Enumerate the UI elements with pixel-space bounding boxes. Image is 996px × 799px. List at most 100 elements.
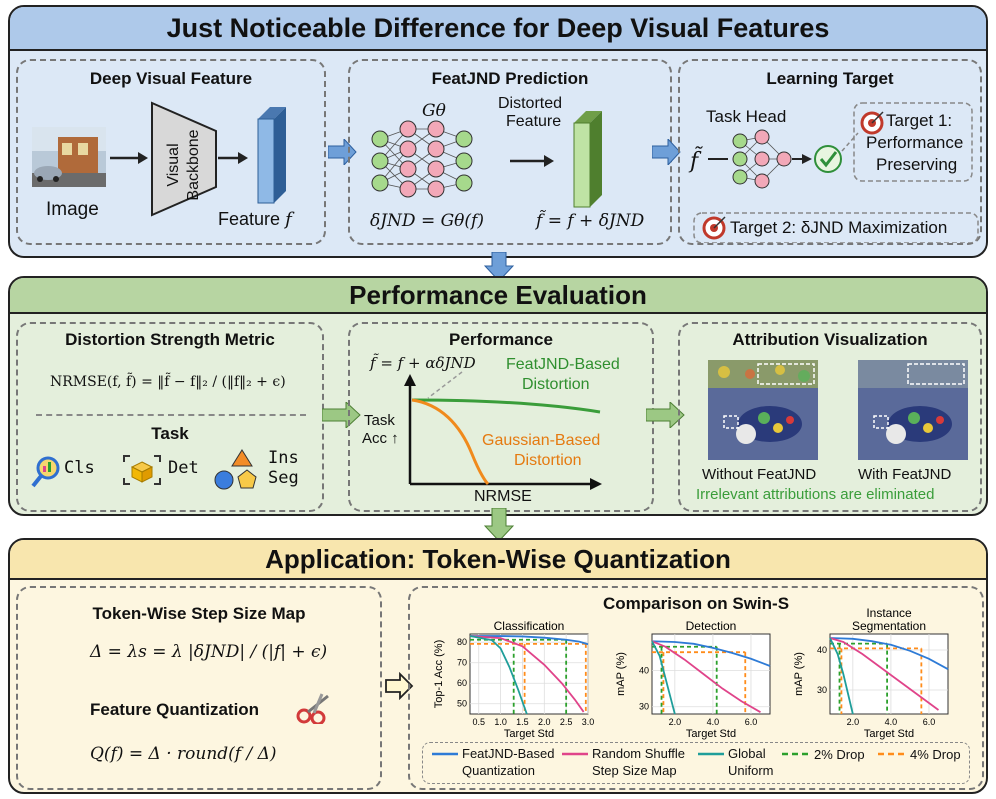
target1-line2: Performance <box>866 133 964 152</box>
det-box-icon <box>123 455 161 485</box>
attribution-title: Attribution Visualization <box>732 330 928 349</box>
x-tick-label: 4.0 <box>885 717 898 727</box>
y-tick-label: 40 <box>639 665 649 675</box>
gaussian-distortion-label-2: Distortion <box>514 452 582 469</box>
chart-frame <box>469 633 589 715</box>
featjnd-distortion-label-2: Distortion <box>522 376 590 393</box>
deep-feature-graphic <box>32 101 286 217</box>
learning-target-title: Learning Target <box>766 69 894 88</box>
cls-magnifier-icon <box>31 456 60 488</box>
visual-backbone-label: Visual Backbone <box>165 129 202 201</box>
chart-title-line1: Instance <box>866 606 912 620</box>
legend-featjnd-label-1: FeatJND-Based <box>462 746 555 761</box>
metric-divider <box>36 414 306 416</box>
delta-jnd-equation: δJND = Gθ(f) <box>370 211 484 231</box>
generator-network-icon <box>371 111 602 208</box>
task-head-label: Task Head <box>706 107 787 126</box>
x-tick-label: 6.0 <box>745 717 758 727</box>
distorted-feature-cube-icon <box>573 111 602 208</box>
series-line-2 <box>651 640 761 713</box>
application-title: Application: Token-Wise Quantization <box>10 540 986 580</box>
distortion-metric-panel: Distortion Strength Metric NRMSE(f, f̃) … <box>16 322 324 512</box>
x-axis-label: Target Std <box>686 728 736 740</box>
series-line-1 <box>470 635 589 646</box>
deep-visual-feature-title: Deep Visual Feature <box>89 69 253 88</box>
step-size-formula: Δ = λs = λ |δJND| / (|f| + ϵ) <box>90 642 328 662</box>
y-axis-label: Top-1 Acc (%) <box>433 640 445 708</box>
check-circle-icon <box>814 145 842 173</box>
ins-label-1: Ins <box>268 448 299 468</box>
x-tick-label: 6.0 <box>923 717 936 727</box>
arrow-right-icon <box>322 402 361 428</box>
task-acc-label-2: Acc ↑ <box>362 430 399 447</box>
y-tick-label: 70 <box>457 658 467 668</box>
x-tick-label: 4.0 <box>707 717 720 727</box>
cls-label: Cls <box>64 458 95 478</box>
legend-random-label-2: Step Size Map <box>592 763 677 778</box>
deep-visual-feature-panel: Deep Visual Feature <box>16 59 326 245</box>
attribution-panel: Attribution Visualization <box>678 322 982 512</box>
application-section: Application: Token-Wise Quantization Tok… <box>8 538 988 794</box>
feature-cube-icon <box>257 107 286 204</box>
attribution-map-without <box>708 360 818 460</box>
y-axis-label: mAP (%) <box>615 652 627 696</box>
chart-title: Detection <box>686 619 737 633</box>
nrmse-formula: NRMSE(f, f̃) = ‖f̃ − f‖₂ / (‖f‖₂ + ϵ) <box>50 374 286 390</box>
alpha-equation: f̃ = f + αδJND <box>370 354 476 372</box>
x-tick-label: 0.5 <box>472 717 485 727</box>
featjnd-prediction-title: FeatJND Prediction <box>431 69 589 88</box>
without-featjnd-label: Without FeatJND <box>702 466 817 483</box>
quantization-formula: Q(f) = Δ · round(f / Δ) <box>90 744 277 764</box>
distorted-label-2: Feature <box>506 113 562 130</box>
target1-line3: Preserving <box>876 155 958 174</box>
series-line-3 <box>651 640 676 715</box>
featjnd-distortion-label-1: FeatJND-Based <box>506 356 620 373</box>
arrow-down-icon <box>484 252 514 282</box>
x-tick-label: 2.5 <box>560 717 573 727</box>
x-axis-label: Target Std <box>504 728 554 740</box>
x-tick-label: 2.0 <box>847 717 860 727</box>
irrelevant-attributions-note: Irrelevant attributions are eliminated <box>696 486 935 503</box>
legend <box>422 742 970 784</box>
arrow-right-icon <box>652 139 681 165</box>
g-theta-label: Gθ <box>422 101 446 121</box>
y-tick-label: 40 <box>817 645 827 655</box>
gaussian-distortion-label-1: Gaussian-Based <box>482 432 601 449</box>
series-line-2 <box>469 635 585 713</box>
series-line-3 <box>829 637 854 715</box>
chart-title: Classification <box>494 619 565 633</box>
series-line-1 <box>829 637 949 670</box>
legend-swatches <box>432 752 904 756</box>
featjnd-section: Just Noticeable Difference for Deep Visu… <box>8 5 988 258</box>
y-tick-label: 30 <box>817 685 827 695</box>
image-label: Image <box>46 199 99 220</box>
series-line-1 <box>651 640 771 667</box>
gaussian-curve <box>411 398 490 486</box>
task-title: Task <box>151 424 189 443</box>
performance-panel: Performance f̃ = f + αδJND FeatJND-Based… <box>348 322 654 512</box>
task-acc-label-1: Task <box>364 412 395 429</box>
x-tick-label: 1.0 <box>494 717 507 727</box>
task-icons <box>31 449 257 490</box>
legend-random-label-1: Random Shuffle <box>592 746 685 761</box>
with-featjnd-label: With FeatJND <box>858 466 952 483</box>
street-image <box>32 127 106 187</box>
ftilde-equation: f̃ = f + δJND <box>536 211 645 231</box>
comparison-title: Comparison on Swin-S <box>602 594 790 613</box>
feature-label-text: Feature <box>218 209 281 229</box>
ins-label-2: Seg <box>268 468 299 488</box>
learning-target-panel: Learning Target Task Head f̃ <box>678 59 982 245</box>
x-tick-label: 2.0 <box>538 717 551 727</box>
nrmse-axis-label: NRMSE <box>474 488 532 505</box>
target2-label: Target 2: δJND Maximization <box>730 218 948 237</box>
featjnd-section-title: Just Noticeable Difference for Deep Visu… <box>10 7 986 51</box>
legend-featjnd-label-2: Quantization <box>462 763 535 778</box>
y-tick-label: 30 <box>639 702 649 712</box>
arrow-right-icon <box>646 402 685 428</box>
y-tick-label: 80 <box>457 637 467 647</box>
x-tick-label: 2.0 <box>669 717 682 727</box>
y-tick-label: 50 <box>457 699 467 709</box>
chart-title: Segmentation <box>852 619 926 633</box>
featjnd-curve <box>411 398 601 414</box>
